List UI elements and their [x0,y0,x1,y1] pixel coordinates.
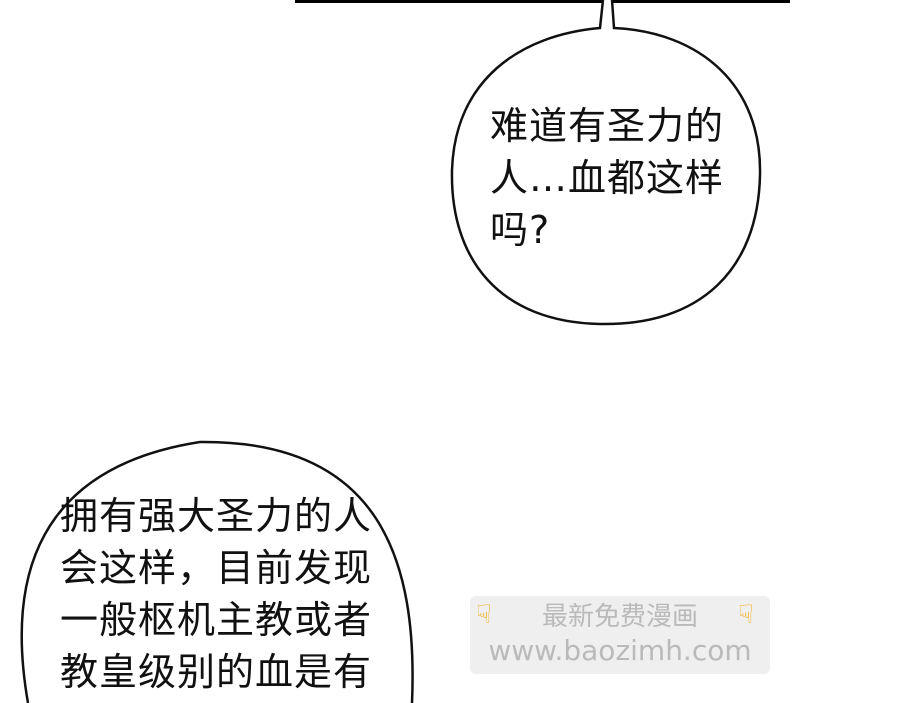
text-line: 教皇级别的血是有 [60,650,373,694]
watermark-url: www.baozimh.com [488,634,752,667]
text-line: 吗? [490,208,551,252]
text-line: 一般枢机主教或者 [60,598,373,642]
bubble-1-text: 难道有圣力的 人…血都这样 吗? [490,100,750,256]
pointing-hand-icon: ☟ [738,600,754,630]
bubble-2-text: 拥有强大圣力的人 会这样，目前发现 一般枢机主教或者 教皇级别的血是有 [60,490,400,698]
text-line: 人…血都这样 [490,156,725,200]
watermark: 最新免费漫画 www.baozimh.com [470,596,770,674]
bubble-1-outline [450,0,762,326]
pointing-hand-icon: ☟ [476,600,492,630]
panel-border [295,0,790,3]
text-line: 会这样，目前发现 [60,546,373,590]
watermark-title: 最新免费漫画 [541,602,698,632]
text-line: 拥有强大圣力的人 [60,494,373,538]
bubble-2-outline [20,440,414,703]
text-line: 难道有圣力的 [490,104,725,148]
